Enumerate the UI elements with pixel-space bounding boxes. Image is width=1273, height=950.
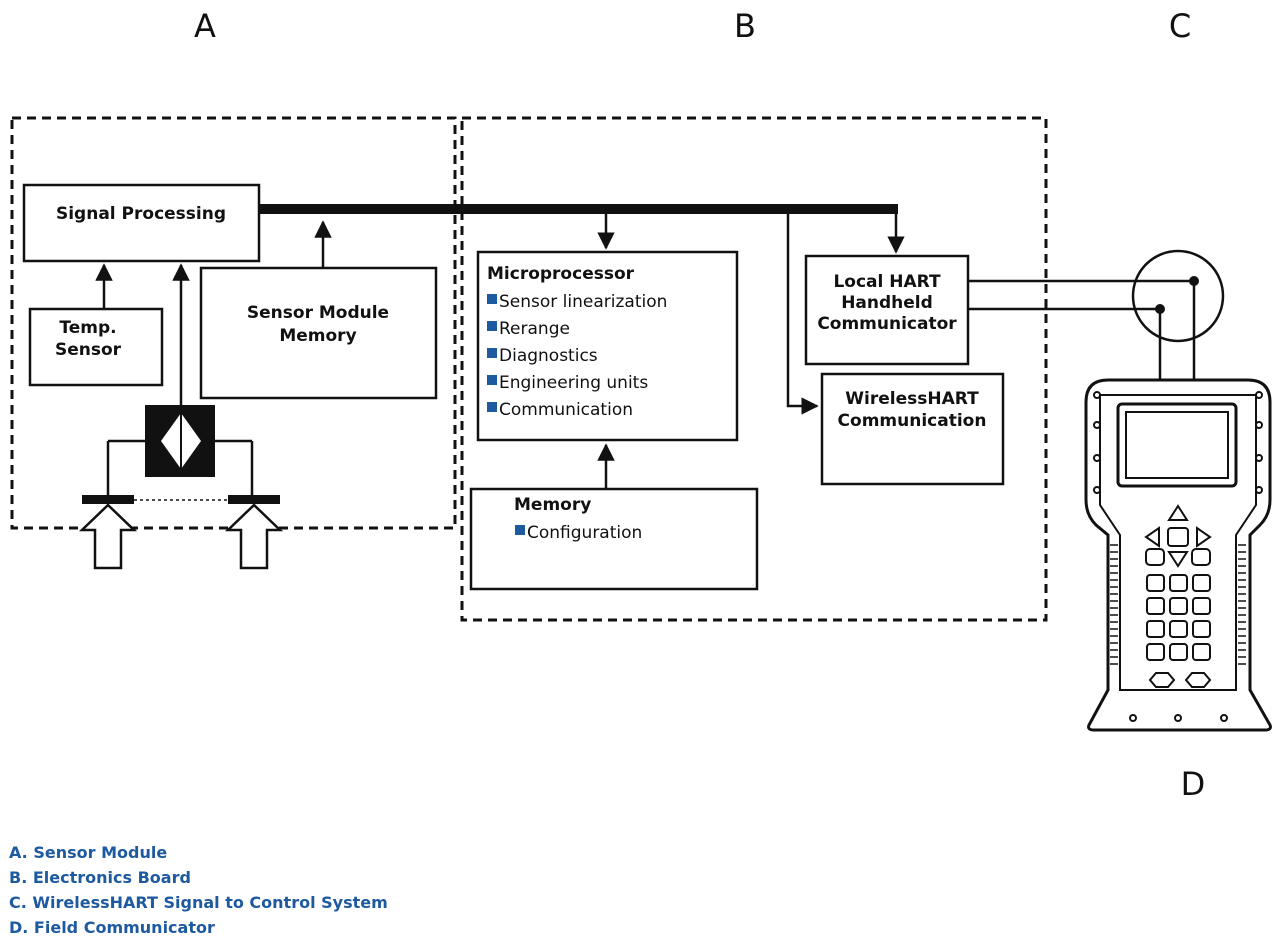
electronics-board-region	[460, 116, 1048, 622]
sensor-module-memory-box	[199, 266, 438, 400]
microprocessor-item: Engineering units	[499, 373, 648, 393]
local-hart-label-line3: Communicator	[817, 314, 957, 334]
legend-item-a: A. Sensor Module	[9, 843, 168, 862]
microprocessor-item: Sensor linearization	[499, 292, 667, 312]
signal-processing-label: Signal Processing	[56, 204, 226, 224]
section-label-d: D	[1181, 765, 1206, 803]
sensor-input-left-icon	[78, 495, 138, 570]
microprocessor-item-list: Sensor linearization Rerange Diagnostics…	[487, 292, 667, 420]
field-communicator-icon	[1084, 378, 1272, 732]
microprocessor-item: Diagnostics	[499, 346, 598, 366]
legend: A. Sensor Module B. Electronics Board C.…	[9, 840, 388, 940]
local-hart-box	[804, 254, 970, 366]
wirelesshart-label-line2: Communication	[838, 411, 987, 431]
wirelesshart-label-line1: WirelessHART	[845, 389, 979, 409]
bus-to-wirelesshart-arrow	[786, 214, 819, 415]
signal-processing-box	[22, 183, 261, 263]
sensor-memory-label-line1: Sensor Module	[247, 303, 389, 323]
section-label-c: C	[1169, 7, 1191, 45]
legend-item-d: D. Field Communicator	[9, 918, 215, 937]
sensor-memory-label-line2: Memory	[279, 326, 356, 346]
microprocessor-item: Communication	[499, 400, 633, 420]
microprocessor-title: Microprocessor	[487, 264, 635, 284]
ad-converter-icon	[106, 263, 254, 495]
section-label-b: B	[734, 7, 756, 45]
memory-title: Memory	[514, 495, 591, 515]
local-hart-label-line2: Handheld	[841, 293, 933, 313]
legend-item-c: C. WirelessHART Signal to Control System	[9, 893, 388, 912]
microprocessor-box	[476, 250, 739, 442]
local-hart-label-line1: Local HART	[833, 272, 941, 292]
section-label-a: A	[194, 7, 216, 45]
sensor-module-region	[10, 116, 457, 530]
hart-bus-line	[258, 204, 898, 214]
memory-box	[469, 487, 759, 591]
memory-item: Configuration	[527, 523, 642, 543]
microprocessor-item: Rerange	[499, 319, 570, 339]
sensor-input-right-icon	[224, 495, 284, 570]
memory-item-bullet	[515, 525, 525, 535]
wirelesshart-box	[820, 372, 1005, 486]
temp-sensor-box	[28, 307, 164, 387]
temp-sensor-label-line2: Sensor	[55, 340, 122, 360]
temp-sensor-label-line1: Temp.	[59, 318, 116, 338]
legend-item-b: B. Electronics Board	[9, 868, 191, 887]
hart-wires	[968, 249, 1225, 380]
